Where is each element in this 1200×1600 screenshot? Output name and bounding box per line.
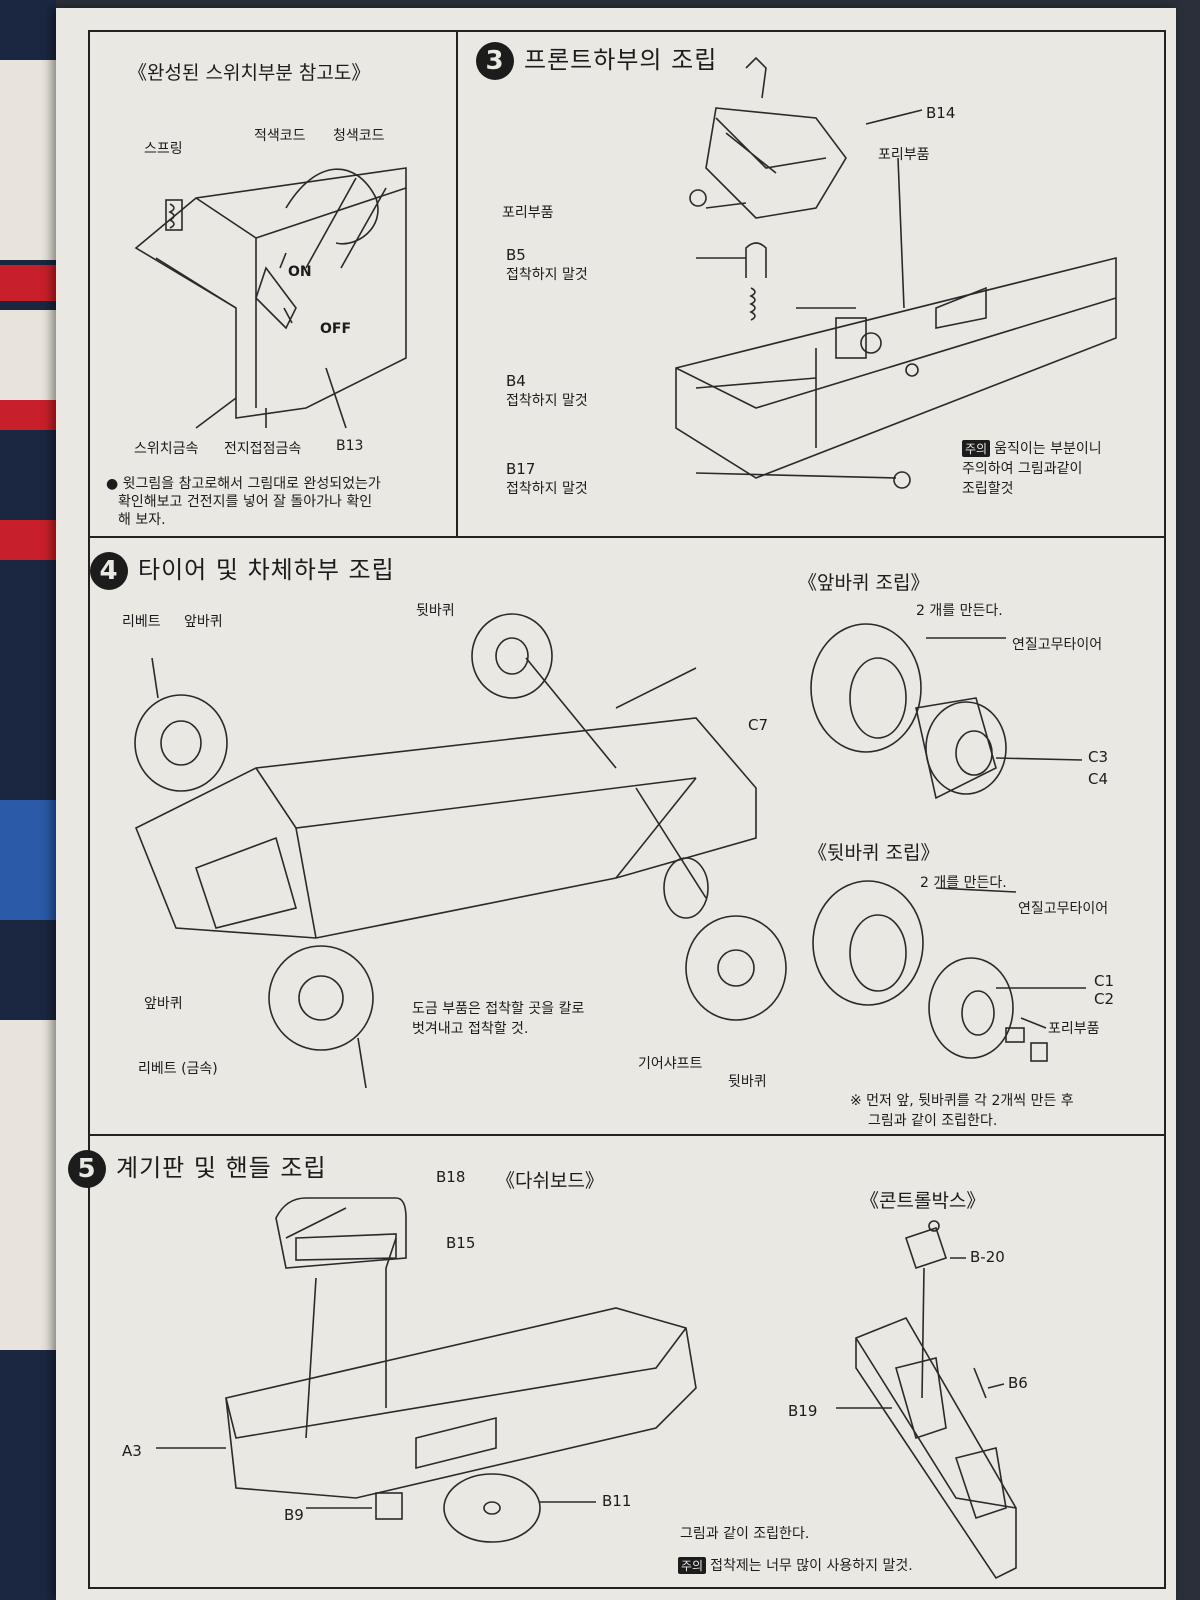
section3-title: 프론트하부의 조립 <box>524 46 718 74</box>
rear-assembly-count: 2 개를 만든다. <box>920 875 1007 891</box>
control-box-drawing <box>836 1220 1017 1580</box>
caution-line3: 조립할것 <box>962 481 1014 497</box>
label-b17-note: 접착하지 말것 <box>506 481 588 497</box>
switch-note-line1: ● 윗그림을 참고로해서 그림대로 완성되었는가 <box>106 476 381 492</box>
label-spring: 스프링 <box>144 141 183 157</box>
front-underbody-drawing <box>675 56 1117 489</box>
label-on: ON <box>288 264 312 280</box>
sheet-border <box>88 30 1166 1589</box>
background-poster <box>0 0 56 1600</box>
front-assembly-count: 2 개를 만든다. <box>916 603 1003 619</box>
poster-red-band <box>0 520 56 560</box>
label-b20: B-20 <box>970 1248 1005 1266</box>
label-b15: B15 <box>446 1234 476 1252</box>
label-rivet-metal: 리베트 (금속) <box>138 1061 218 1077</box>
front-tire-label: 연질고무타이어 <box>1012 637 1103 653</box>
label-battery-contact: 전지접점금속 <box>224 441 302 457</box>
plating-note-line2: 벗겨내고 접착할 것. <box>412 1021 529 1037</box>
wheel-icons <box>134 613 787 1089</box>
switch-note-line2: 확인해보고 건전지를 넣어 잘 돌아가나 확인 <box>118 494 373 510</box>
front-assembly-title: 《앞바퀴 조립》 <box>798 572 930 594</box>
section4-title: 타이어 및 차체하부 조립 <box>138 556 395 584</box>
label-b18: B18 <box>436 1168 466 1186</box>
instruction-sheet: 《완성된 스위치부분 참고도》 스프링 적색코드 청색코드 ON OFF 스위치… <box>56 8 1176 1600</box>
label-b5: B5 <box>506 246 526 264</box>
step-number-5: 5 <box>68 1150 106 1188</box>
label-b4-note: 접착하지 말것 <box>506 393 588 409</box>
switch-note-line3: 해 보자. <box>118 512 166 528</box>
caution-tag: 주의 <box>678 1557 707 1574</box>
step-number-3: 3 <box>476 42 514 80</box>
divider-horizontal <box>88 1134 1164 1136</box>
switch-reference-title: 《완성된 스위치부분 참고도》 <box>128 62 371 84</box>
console-title: 《콘트롤박스》 <box>860 1190 986 1212</box>
divider-horizontal <box>88 536 1164 538</box>
divider-vertical <box>456 30 458 538</box>
poster-red-band <box>0 400 56 430</box>
label-b5-note: 접착하지 말것 <box>506 267 588 283</box>
plating-note-line1: 도금 부품은 접착할 곳을 칼로 <box>412 1001 585 1017</box>
wheel-assembly-drawings <box>810 623 1086 1062</box>
assembly-illustrations <box>134 56 1117 1580</box>
label-b4: B4 <box>506 372 526 390</box>
rear-assembly-title: 《뒷바퀴 조립》 <box>808 842 940 864</box>
label-red-cord: 적색코드 <box>254 128 306 144</box>
poster-blue-band <box>0 800 56 920</box>
poster-red-band <box>0 265 56 301</box>
label-front-wheel-top: 앞바퀴 <box>184 614 223 630</box>
section4-heading: 4 타이어 및 차체하부 조립 <box>90 550 395 590</box>
label-rear-pulley: 포리부품 <box>1048 1021 1100 1037</box>
label-b13: B13 <box>336 438 364 454</box>
label-rear-wheel-top: 뒷바퀴 <box>416 603 455 619</box>
label-rear-wheel-bottom: 뒷바퀴 <box>728 1074 767 1090</box>
footnote-line2: 그림과 같이 조립한다. <box>868 1113 998 1129</box>
caution-tag: 주의 <box>962 440 991 457</box>
label-gear-shaft: 기어샤프트 <box>638 1056 703 1072</box>
poster-white-band <box>0 60 56 260</box>
label-front-wheel-bottom: 앞바퀴 <box>144 996 183 1012</box>
label-c3: C3 <box>1088 748 1109 766</box>
poster-white-band <box>0 310 56 400</box>
label-b11: B11 <box>602 1492 632 1510</box>
poster-white-band <box>0 1020 56 1350</box>
label-b19: B19 <box>788 1402 818 1420</box>
label-blue-cord: 청색코드 <box>333 128 385 144</box>
label-b17: B17 <box>506 460 536 478</box>
label-off: OFF <box>320 321 352 337</box>
label-b9: B9 <box>284 1506 304 1524</box>
label-c2: C2 <box>1094 990 1115 1008</box>
label-switch-metal: 스위치금속 <box>134 441 199 457</box>
label-pulley-left: 포리부품 <box>502 205 554 221</box>
switch-box-drawing <box>134 167 407 429</box>
label-rivet-top: 리베트 <box>122 614 161 630</box>
section5-heading: 5 계기판 및 핸들 조립 <box>68 1148 327 1188</box>
step-number-4: 4 <box>90 552 128 590</box>
label-b14: B14 <box>926 104 956 122</box>
assemble-note: 그림과 같이 조립한다. <box>680 1526 810 1542</box>
dashboard-title: 《다쉬보드》 <box>496 1170 604 1192</box>
footnote-line1: ※ 먼저 앞, 뒷바퀴를 각 2개씩 만든 후 <box>850 1093 1074 1109</box>
label-c1: C1 <box>1094 972 1115 990</box>
section3-heading: 3 프론트하부의 조립 <box>476 40 717 80</box>
chassis-drawing <box>134 657 757 939</box>
label-c7: C7 <box>748 716 769 734</box>
label-b6: B6 <box>1008 1374 1028 1392</box>
section5-title: 계기판 및 핸들 조립 <box>116 1154 327 1182</box>
label-a3: A3 <box>122 1442 142 1460</box>
caution-line2: 주의하여 그림과같이 <box>962 461 1083 477</box>
label-pulley-right: 포리부품 <box>878 147 930 163</box>
rear-tire-label: 연질고무타이어 <box>1018 901 1109 917</box>
label-c4: C4 <box>1088 770 1109 788</box>
dashboard-drawing <box>156 1197 697 1543</box>
